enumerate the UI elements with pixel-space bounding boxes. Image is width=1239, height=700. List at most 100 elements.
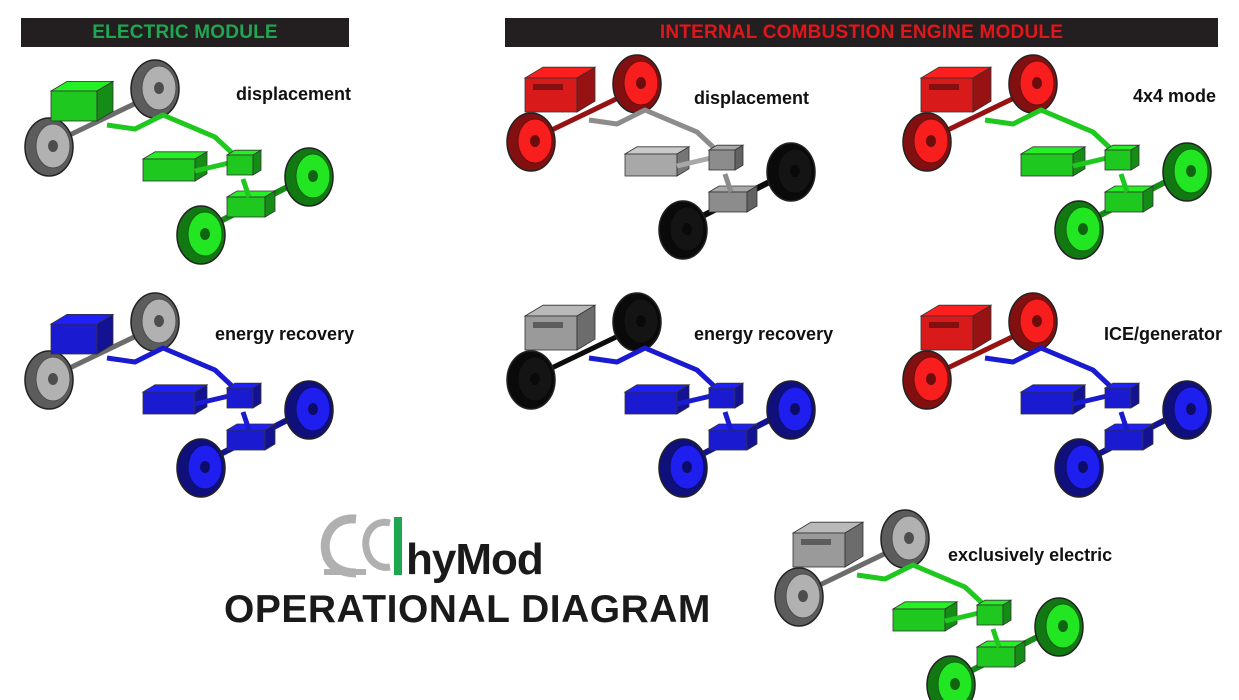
front-right-wheel-icon (766, 142, 816, 202)
controller-icon (225, 149, 263, 176)
rear-left-wheel-icon (24, 117, 74, 177)
electric-motor-icon (1103, 185, 1155, 213)
sci-logo-icon (320, 514, 402, 578)
front-right-wheel-icon (1034, 597, 1084, 657)
power-cable (984, 345, 1127, 402)
rear-left-wheel-icon (506, 112, 556, 172)
battery-link (1072, 155, 1108, 169)
drivetrain-i-energy-recovery (506, 292, 816, 498)
engine-icon (919, 304, 993, 351)
engine-detail (533, 84, 563, 90)
power-cable (984, 107, 1127, 164)
power-cable (106, 112, 249, 169)
power-cable (106, 345, 249, 402)
engine-detail (801, 539, 831, 545)
rear-left-wheel-icon (774, 567, 824, 627)
motor-link (240, 411, 252, 431)
electric-motor-icon (975, 640, 1027, 668)
front-left-wheel-icon (926, 655, 976, 700)
front-left-wheel-icon (1054, 438, 1104, 498)
rear-left-wheel-icon (24, 350, 74, 410)
front-right-wheel-icon (284, 147, 334, 207)
drivetrain-i-exclusively-electric (774, 509, 1084, 700)
power-cable (588, 345, 731, 402)
engine-icon (523, 304, 597, 351)
controller-icon (1103, 144, 1141, 171)
front-left-wheel-icon (176, 438, 226, 498)
motor-link (1118, 411, 1130, 431)
battery-link (676, 155, 712, 169)
power-cable (856, 562, 999, 619)
front-right-wheel-icon (1162, 142, 1212, 202)
rear-right-wheel-icon (1008, 292, 1058, 352)
battery-pack-icon (623, 384, 691, 415)
rear-left-wheel-icon (902, 350, 952, 410)
rear-right-wheel-icon (130, 59, 180, 119)
label-i-4x4: 4x4 mode (1133, 86, 1217, 106)
battery-pack-icon (891, 601, 959, 632)
engine-detail (929, 84, 959, 90)
motor-link (990, 628, 1002, 648)
front-left-wheel-icon (658, 200, 708, 260)
label-e-energy-recovery: energy recovery (215, 324, 355, 344)
front-left-wheel-icon (176, 205, 226, 265)
electric-motor-icon (225, 423, 277, 451)
label-e-displacement: displacement (236, 84, 352, 104)
drivetrain-i-displacement (506, 54, 816, 260)
drivetrain-e-displacement (24, 59, 334, 265)
electric-motor-icon (707, 185, 759, 213)
electric-motor-icon (225, 190, 277, 218)
label-i-exclusively-electric: exclusively electric (948, 545, 1113, 565)
rear-right-wheel-icon (880, 509, 930, 569)
ice-module-banner: INTERNAL COMBUSTION ENGINE MODULE (505, 18, 1218, 47)
front-right-wheel-icon (284, 380, 334, 440)
engine-detail (929, 322, 959, 328)
electric-module-banner: ELECTRIC MODULE (21, 18, 349, 47)
rear-battery-icon (49, 80, 115, 122)
electric-motor-icon (707, 423, 759, 451)
engine-icon (523, 66, 597, 113)
label-i-displacement: displacement (694, 88, 810, 108)
brand-name: hyMod (406, 535, 544, 584)
motor-link (722, 411, 734, 431)
drivetrain-i-4x4 (902, 54, 1212, 260)
label-i-energy-recovery: energy recovery (694, 324, 834, 344)
power-cable (588, 107, 731, 164)
battery-link (676, 393, 712, 407)
rear-right-wheel-icon (612, 292, 662, 352)
front-right-wheel-icon (1162, 380, 1212, 440)
battery-pack-icon (1019, 384, 1087, 415)
battery-link (1072, 393, 1108, 407)
rear-left-wheel-icon (506, 350, 556, 410)
rear-right-wheel-icon (1008, 54, 1058, 114)
label-i-ice-generator: ICE/generator (1104, 324, 1223, 344)
drivetrain-e-energy-recovery (24, 292, 334, 498)
battery-pack-icon (623, 146, 691, 177)
front-left-wheel-icon (658, 438, 708, 498)
controller-icon (707, 382, 745, 409)
diagram-subtitle: OPERATIONAL DIAGRAM (224, 588, 711, 631)
engine-icon (791, 521, 865, 568)
controller-icon (225, 382, 263, 409)
drivetrain-i-ice-generator (902, 292, 1212, 498)
motor-link (240, 178, 252, 198)
rear-left-wheel-icon (902, 112, 952, 172)
controller-icon (975, 599, 1013, 626)
battery-link (194, 393, 230, 407)
electric-motor-icon (1103, 423, 1155, 451)
battery-pack-icon (141, 384, 209, 415)
front-left-wheel-icon (1054, 200, 1104, 260)
rear-right-wheel-icon (612, 54, 662, 114)
battery-pack-icon (141, 151, 209, 182)
rear-battery-icon (49, 313, 115, 355)
battery-link (194, 160, 230, 174)
engine-detail (533, 322, 563, 328)
motor-link (1118, 173, 1130, 193)
engine-icon (919, 66, 993, 113)
front-right-wheel-icon (766, 380, 816, 440)
controller-icon (1103, 382, 1141, 409)
motor-link (722, 173, 734, 193)
controller-icon (707, 144, 745, 171)
battery-link (944, 610, 980, 624)
battery-pack-icon (1019, 146, 1087, 177)
